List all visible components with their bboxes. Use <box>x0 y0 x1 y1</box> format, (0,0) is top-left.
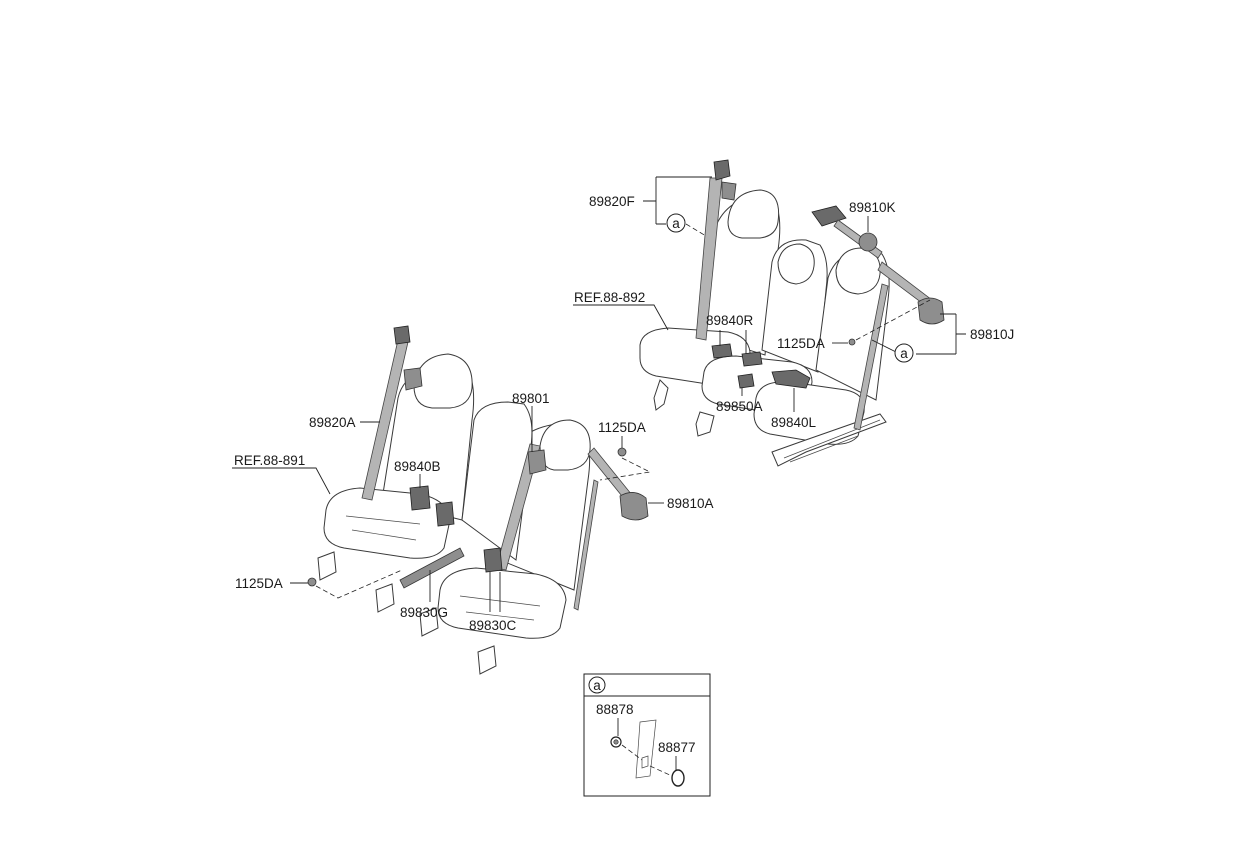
89810a-retractor <box>619 492 649 521</box>
89810j-lower-belt <box>853 283 889 431</box>
label-ref88891: REF.88-891 <box>234 453 305 468</box>
leader-89810j <box>916 313 966 355</box>
label-89801: 89801 <box>512 391 550 406</box>
detail-box-callout-label: a <box>593 678 601 693</box>
third-row-rail-detail <box>783 419 881 463</box>
label-89810a: 89810A <box>667 496 714 511</box>
third-row-left-headrest <box>727 189 780 239</box>
1125da-left-bolt-icon <box>307 577 317 587</box>
detail-box-frame <box>583 673 711 797</box>
89810k-retractor-spool <box>858 232 878 252</box>
callout-a-circle-icon <box>666 213 686 233</box>
89810a-lower-belt <box>573 479 599 611</box>
label-89840l: 89840L <box>771 415 817 430</box>
part-labels: 89820F 89810K REF.88-892 89840R 1125DA 8… <box>234 194 1014 633</box>
89801-retractor <box>527 449 547 475</box>
callout-a-circle-icon <box>894 343 914 363</box>
1125da-middle-bolt-icon <box>617 447 627 457</box>
88877-grommet-ring-icon <box>671 769 685 787</box>
second-row-seat-assembly <box>307 325 649 675</box>
89820a-retractor <box>403 367 423 391</box>
callout-a-label: a <box>900 346 908 361</box>
leader-lines <box>232 176 966 612</box>
leader-ref88892 <box>573 304 669 331</box>
leader-ref88891 <box>232 467 331 495</box>
leader-89810j-a <box>871 339 897 353</box>
detail-box-callout-circle-icon <box>588 676 606 694</box>
label-89820f: 89820F <box>589 194 635 209</box>
89840r-buckle-2 <box>741 351 763 367</box>
label-89830c: 89830C <box>469 618 517 633</box>
89830c-buckle <box>483 547 503 573</box>
89820a-upper-anchor <box>393 325 411 345</box>
third-row-leg-center <box>695 411 715 437</box>
label-1125da-right: 1125DA <box>777 336 825 351</box>
leader-1125da-middle-dash <box>599 457 652 481</box>
89840b-buckle-2 <box>435 501 455 527</box>
89810j-retractor <box>917 297 945 325</box>
second-row-left-leg-rear <box>375 583 395 613</box>
label-89810j: 89810J <box>970 327 1014 342</box>
detail-leader-88878-dash <box>621 744 643 761</box>
89840r-buckle <box>711 343 733 359</box>
leader-89820f-a <box>685 223 707 237</box>
detail-leader-88877-dash <box>649 765 673 777</box>
detail-box-a: a 88878 88877 <box>583 673 711 797</box>
89820f-retractor <box>721 181 737 201</box>
second-row-left-cushion-stitching <box>345 515 421 541</box>
label-88878: 88878 <box>596 702 634 717</box>
89840b-buckle <box>409 485 431 511</box>
label-88877: 88877 <box>658 740 696 755</box>
1125da-right-bolt-icon <box>848 338 856 346</box>
leader-1125da-right-dash <box>855 299 931 341</box>
label-89840r: 89840R <box>706 313 754 328</box>
third-row-center-headrest <box>777 243 815 285</box>
callout-a-label: a <box>672 216 680 231</box>
second-row-right-leg-rear <box>477 645 497 675</box>
label-89830g: 89830G <box>400 605 448 620</box>
leader-1125da-left-dash <box>315 569 403 599</box>
label-89840b: 89840B <box>394 459 441 474</box>
89840l-buckle <box>771 369 811 389</box>
callout-markers: a a <box>666 213 914 363</box>
label-1125da-middle: 1125DA <box>598 420 646 435</box>
89801-belt-webbing <box>495 443 541 571</box>
label-ref88892: REF.88-892 <box>574 290 645 305</box>
second-row-right-leg-front <box>419 607 439 637</box>
second-row-left-headrest <box>413 353 473 409</box>
leader-89830c <box>489 572 501 612</box>
label-89850a: 89850A <box>716 399 763 414</box>
label-89810k: 89810K <box>849 200 896 215</box>
second-row-left-leg-front <box>317 551 337 581</box>
89810k-mount-plate <box>811 205 847 227</box>
89820f-upper-anchor <box>713 159 731 181</box>
label-89820a: 89820A <box>309 415 356 430</box>
detail-pillar-slot <box>641 755 649 769</box>
88878-grommet-core-icon <box>613 739 619 745</box>
third-row-right-headrest <box>835 247 881 295</box>
second-row-right-headrest <box>539 419 591 471</box>
leader-89820f <box>643 176 712 225</box>
second-row-left-cushion <box>323 487 451 559</box>
second-row-right-cushion <box>437 567 567 639</box>
89850a-buckle <box>737 373 755 389</box>
89830g-console-bar <box>399 547 465 589</box>
third-row-seat-assembly <box>639 159 945 467</box>
detail-pillar-trim <box>635 719 657 779</box>
leader-89840r <box>719 330 747 354</box>
label-1125da-left: 1125DA <box>235 576 283 591</box>
third-row-leg-left <box>653 379 669 411</box>
